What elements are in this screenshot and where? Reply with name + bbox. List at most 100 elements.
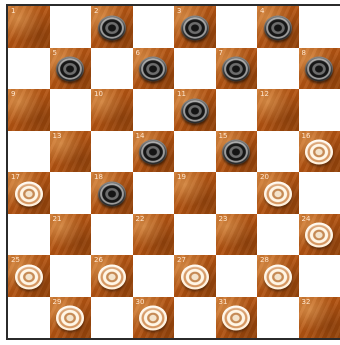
square-10[interactable]: 10 <box>91 89 133 131</box>
square-25[interactable]: 25 <box>8 255 50 297</box>
light-square <box>174 214 216 256</box>
square-3[interactable]: 3 <box>174 6 216 48</box>
light-square <box>216 89 258 131</box>
black-checker-piece[interactable] <box>98 181 126 206</box>
light-square <box>8 48 50 90</box>
square-13[interactable]: 13 <box>50 131 92 173</box>
square-12[interactable]: 12 <box>257 89 299 131</box>
light-square <box>133 172 175 214</box>
square-number: 23 <box>219 215 228 223</box>
square-number: 26 <box>94 256 103 264</box>
black-checker-piece[interactable] <box>181 15 209 40</box>
white-checker-piece[interactable] <box>56 306 84 331</box>
square-number: 31 <box>219 298 228 306</box>
square-8[interactable]: 8 <box>299 48 340 90</box>
square-number: 10 <box>94 90 103 98</box>
square-4[interactable]: 4 <box>257 6 299 48</box>
light-square <box>299 6 340 48</box>
white-checker-piece[interactable] <box>139 306 167 331</box>
square-5[interactable]: 5 <box>50 48 92 90</box>
light-square <box>50 172 92 214</box>
black-checker-piece[interactable] <box>181 98 209 123</box>
light-square <box>133 255 175 297</box>
light-square <box>216 172 258 214</box>
square-26[interactable]: 26 <box>91 255 133 297</box>
black-checker-piece[interactable] <box>222 140 250 165</box>
square-7[interactable]: 7 <box>216 48 258 90</box>
black-checker-piece[interactable] <box>264 15 292 40</box>
square-27[interactable]: 27 <box>174 255 216 297</box>
square-number: 22 <box>136 215 145 223</box>
square-number: 11 <box>177 90 186 98</box>
light-square <box>257 48 299 90</box>
square-22[interactable]: 22 <box>133 214 175 256</box>
square-24[interactable]: 24 <box>299 214 340 256</box>
square-number: 32 <box>302 298 311 306</box>
white-checker-piece[interactable] <box>305 140 333 165</box>
black-checker-piece[interactable] <box>139 140 167 165</box>
square-30[interactable]: 30 <box>133 297 175 339</box>
light-square <box>299 89 340 131</box>
square-number: 21 <box>53 215 62 223</box>
square-1[interactable]: 1 <box>8 6 50 48</box>
light-square <box>50 6 92 48</box>
black-checker-piece[interactable] <box>139 57 167 82</box>
square-16[interactable]: 16 <box>299 131 340 173</box>
square-14[interactable]: 14 <box>133 131 175 173</box>
black-checker-piece[interactable] <box>56 57 84 82</box>
square-9[interactable]: 9 <box>8 89 50 131</box>
square-number: 20 <box>260 173 269 181</box>
square-19[interactable]: 19 <box>174 172 216 214</box>
square-18[interactable]: 18 <box>91 172 133 214</box>
white-checker-piece[interactable] <box>264 264 292 289</box>
square-number: 25 <box>11 256 20 264</box>
square-number: 18 <box>94 173 103 181</box>
square-2[interactable]: 2 <box>91 6 133 48</box>
light-square <box>91 214 133 256</box>
light-square <box>299 255 340 297</box>
square-number: 6 <box>136 49 140 57</box>
square-31[interactable]: 31 <box>216 297 258 339</box>
white-checker-piece[interactable] <box>305 223 333 248</box>
square-number: 1 <box>11 7 15 15</box>
light-square <box>91 297 133 339</box>
light-square <box>174 297 216 339</box>
square-number: 27 <box>177 256 186 264</box>
black-checker-piece[interactable] <box>98 15 126 40</box>
square-20[interactable]: 20 <box>257 172 299 214</box>
black-checker-piece[interactable] <box>305 57 333 82</box>
square-11[interactable]: 11 <box>174 89 216 131</box>
light-square <box>216 6 258 48</box>
square-6[interactable]: 6 <box>133 48 175 90</box>
square-23[interactable]: 23 <box>216 214 258 256</box>
light-square <box>216 255 258 297</box>
square-32[interactable]: 32 <box>299 297 340 339</box>
white-checker-piece[interactable] <box>264 181 292 206</box>
square-number: 13 <box>53 132 62 140</box>
square-number: 7 <box>219 49 223 57</box>
square-number: 3 <box>177 7 181 15</box>
white-checker-piece[interactable] <box>98 264 126 289</box>
white-checker-piece[interactable] <box>15 181 43 206</box>
light-square <box>91 131 133 173</box>
square-28[interactable]: 28 <box>257 255 299 297</box>
square-15[interactable]: 15 <box>216 131 258 173</box>
square-21[interactable]: 21 <box>50 214 92 256</box>
square-number: 4 <box>260 7 264 15</box>
square-number: 12 <box>260 90 269 98</box>
white-checker-piece[interactable] <box>15 264 43 289</box>
light-square <box>8 297 50 339</box>
black-checker-piece[interactable] <box>222 57 250 82</box>
light-square <box>174 131 216 173</box>
square-number: 17 <box>11 173 20 181</box>
white-checker-piece[interactable] <box>222 306 250 331</box>
square-number: 24 <box>302 215 311 223</box>
square-number: 9 <box>11 90 15 98</box>
square-number: 2 <box>94 7 98 15</box>
square-number: 16 <box>302 132 311 140</box>
square-17[interactable]: 17 <box>8 172 50 214</box>
square-number: 30 <box>136 298 145 306</box>
square-29[interactable]: 29 <box>50 297 92 339</box>
white-checker-piece[interactable] <box>181 264 209 289</box>
square-number: 15 <box>219 132 228 140</box>
